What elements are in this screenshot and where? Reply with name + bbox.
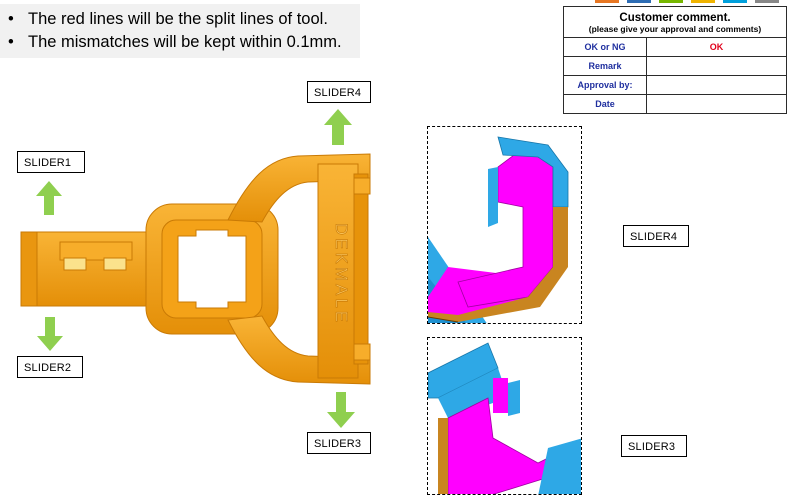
note-item: • The red lines will be the split lines … [8, 8, 360, 31]
approval-label: Approval by: [563, 75, 647, 95]
header-color-strip [595, 0, 787, 3]
note-text: The mismatches will be kept within 0.1mm… [28, 33, 342, 51]
bullet: • [8, 33, 14, 51]
slider3-label: SLIDER3 [307, 432, 371, 454]
comment-subtitle: (please give your approval and comments) [563, 24, 787, 38]
slider1-label: SLIDER1 [17, 151, 85, 173]
remark-value[interactable] [646, 56, 787, 76]
detail-slider4-label: SLIDER4 [623, 225, 689, 247]
date-label: Date [563, 94, 647, 114]
slider2-label: SLIDER2 [17, 356, 83, 378]
part-top-view: DEKMALE [20, 153, 371, 385]
note-item: • The mismatches will be kept within 0.1… [8, 31, 360, 54]
remark-label: Remark [563, 56, 647, 76]
bullet: • [8, 10, 14, 28]
arrow-down-slider2-icon [37, 317, 63, 351]
customer-comment-table: Customer comment. (please give your appr… [563, 6, 787, 114]
ok-ng-value[interactable]: OK [646, 37, 787, 57]
part-embossed-text: DEKMALE [332, 223, 351, 325]
arrow-up-slider1-icon [36, 181, 62, 215]
detail-view-top [427, 126, 582, 324]
arrow-down-slider3-icon [327, 392, 355, 428]
notes-panel: • The red lines will be the split lines … [0, 4, 360, 58]
detail-bottom-render [428, 342, 581, 494]
detail-view-bottom [427, 337, 582, 495]
ok-ng-label: OK or NG [563, 37, 647, 57]
date-value[interactable] [646, 94, 787, 114]
slider4-label: SLIDER4 [307, 81, 371, 103]
detail-slider3-label: SLIDER3 [621, 435, 687, 457]
detail-top-render [428, 136, 569, 323]
note-text: The red lines will be the split lines of… [28, 10, 328, 28]
comment-title: Customer comment. [563, 6, 787, 24]
approval-value[interactable] [646, 75, 787, 95]
arrow-up-slider4-icon [324, 109, 352, 145]
